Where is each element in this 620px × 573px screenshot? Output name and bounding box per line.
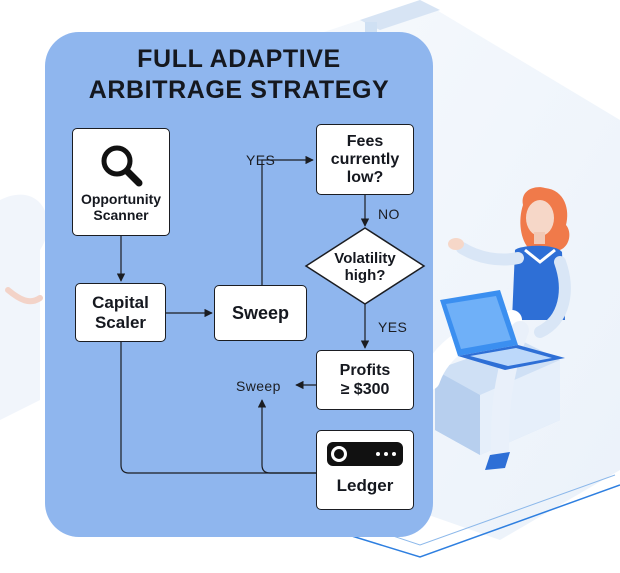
scanner-label-line-2: Scanner — [93, 207, 149, 223]
edge-label-yes-sweep-to-fees: YES — [246, 152, 276, 168]
woman-with-laptop-illustration — [420, 187, 571, 470]
edge-label-sweep: Sweep — [236, 378, 281, 394]
volatility-diamond — [304, 227, 426, 305]
edge-ledger-loop — [257, 399, 316, 474]
profits-label-line-1: Profits — [339, 362, 391, 379]
diagram-title: FULL ADAPTIVE ARBITRAGE STRATEGY — [45, 44, 433, 106]
ledger-label: Ledger — [336, 476, 394, 495]
edge-sweep-to-fees — [261, 155, 314, 285]
volatility-label-line-1: Volatility — [334, 250, 396, 267]
sweep-label: Sweep — [231, 302, 290, 323]
title-line-1: FULL ADAPTIVE — [137, 45, 341, 73]
volatility-label: Volatility high? — [310, 250, 420, 284]
sweep-node: Sweep — [214, 285, 307, 341]
opportunity-scanner-node: Opportunity Scanner — [72, 128, 170, 236]
edge-label-yes-volatility-to-profits: YES — [378, 319, 408, 335]
profits-threshold-node: Profits ≥ $300 — [316, 350, 414, 410]
ledger-node: Ledger — [316, 430, 414, 510]
edge-label-no: NO — [378, 206, 400, 222]
capital-label-line-2: Scaler — [94, 312, 147, 332]
search-icon — [101, 145, 143, 187]
title-line-2: ARBITRAGE STRATEGY — [88, 76, 390, 104]
fees-label-line-2: currently — [330, 150, 400, 168]
profits-label-line-2: ≥ $300 — [340, 381, 390, 398]
scanner-label-line-1: Opportunity — [80, 191, 162, 207]
fees-label-line-1: Fees — [346, 132, 384, 150]
capital-scaler-node: Capital Scaler — [75, 283, 166, 342]
edge-capital-to-ledger — [120, 342, 316, 474]
capital-label-line-1: Capital — [92, 292, 149, 312]
volatility-label-line-2: high? — [344, 267, 386, 284]
hardware-wallet-icon — [327, 442, 403, 466]
fees-label-line-3: low? — [346, 168, 384, 186]
fees-low-decision-node: Fees currently low? — [316, 124, 414, 195]
